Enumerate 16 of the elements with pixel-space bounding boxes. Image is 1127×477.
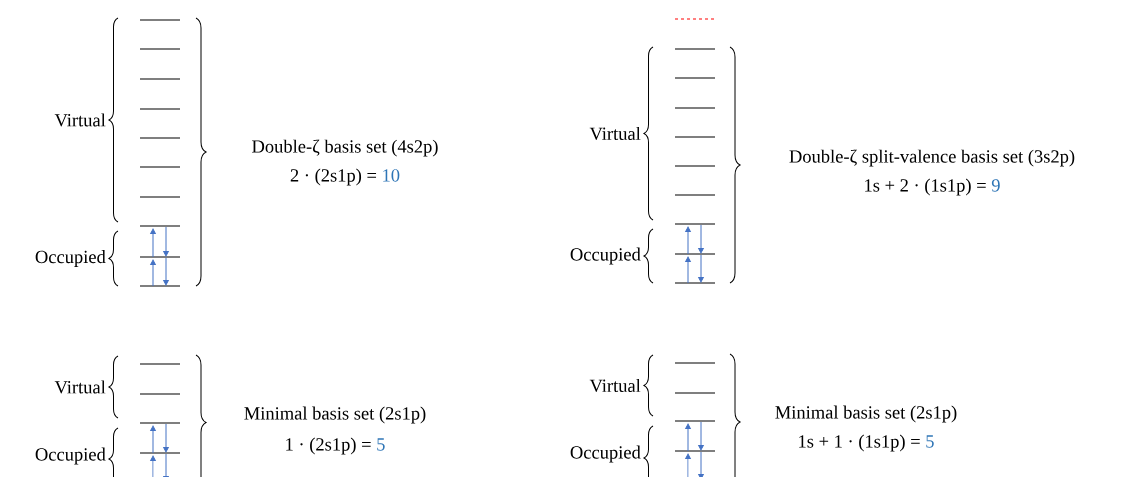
basis-set-title: Double-ζ basis set (4s2p) — [252, 139, 438, 157]
basis-set-title: Minimal basis set (2s1p) — [775, 405, 957, 423]
brace-label: Occupied — [570, 445, 641, 463]
brace-label: Virtual — [589, 126, 641, 141]
formula-text: 1s + 2 · (1s1p) = 9 — [865, 178, 1000, 196]
brace-label: Virtual — [54, 380, 106, 394]
brace-label: Occupied — [570, 247, 641, 265]
formula-text: 2 · (2s1p) = 10 — [290, 168, 400, 186]
basis-set-title: Double-ζ split-valence basis set (3s2p) — [789, 149, 1075, 167]
brace-label: Occupied — [35, 250, 106, 267]
brace-label: Virtual — [54, 113, 106, 127]
basis-set-title: Minimal basis set (2s1p) — [244, 406, 426, 424]
brace-label: Occupied — [35, 447, 106, 465]
formula-text: 1 · (2s1p) = 5 — [286, 437, 385, 455]
brace-label: Virtual — [589, 378, 641, 393]
formula-text: 1s + 1 · (1s1p) = 5 — [799, 434, 934, 452]
